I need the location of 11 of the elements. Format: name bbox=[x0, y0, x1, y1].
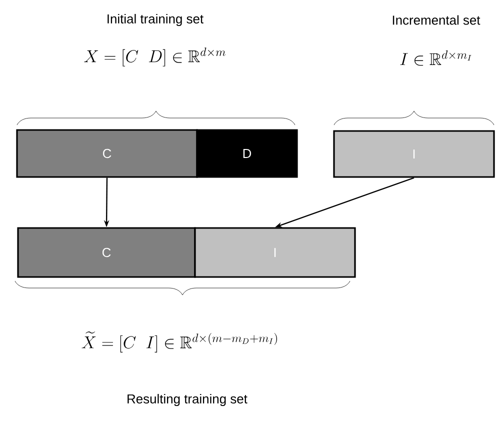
matrix-block: I bbox=[194, 227, 356, 278]
matrix-block: C bbox=[16, 129, 198, 178]
matrix-block: C bbox=[17, 227, 196, 278]
caption: Incremental set bbox=[392, 15, 480, 25]
formula: $I \in \mathbb{R}^{d \times m_I}$ bbox=[400, 50, 472, 66]
formula: $X = [C \;\; D] \in \mathbb{R}^{d \times m}$ bbox=[84, 48, 226, 66]
matrix-block: I bbox=[333, 130, 495, 178]
matrix-block: D bbox=[196, 129, 298, 178]
formula: $\widetilde{X} = [C \;\; I] \in \mathbb{R}^{d \times (m - m_D + m_I)}$ bbox=[82, 332, 278, 352]
caption: Initial training set bbox=[108, 14, 204, 26]
caption: Resulting training set bbox=[128, 394, 248, 406]
